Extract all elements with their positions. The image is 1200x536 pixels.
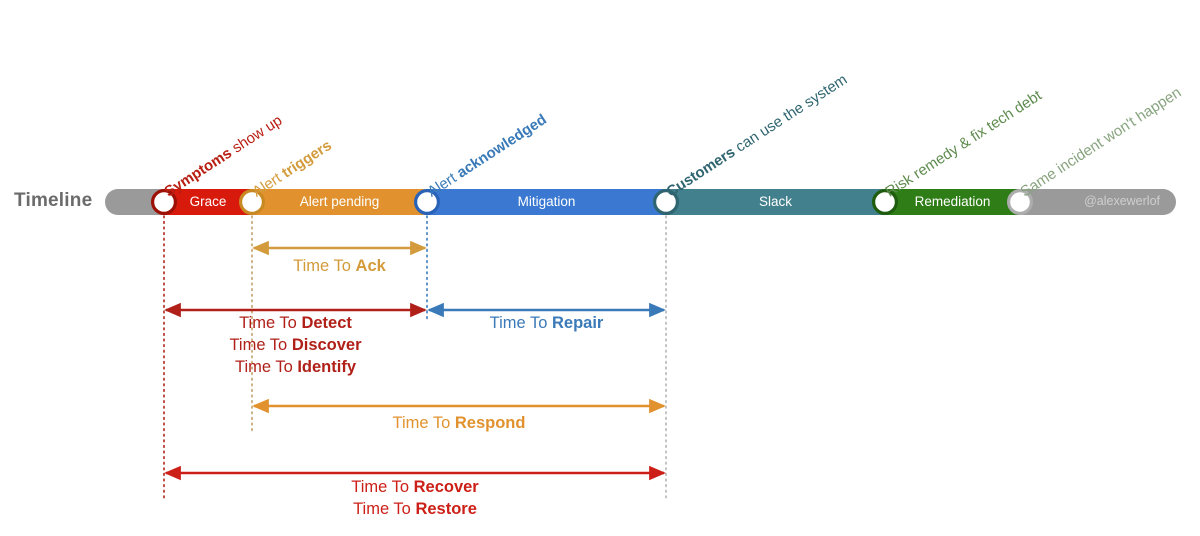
timeline-segment-post [1020,189,1176,215]
time-to-repair-label: Time To Repair [427,312,666,334]
ack-marker[interactable] [414,189,441,216]
timeline-segment-grace [164,189,252,215]
time-to-respond-label: Time To Respond [252,412,666,434]
metric-line: Time To Respond [392,414,526,432]
metric-line: Time To Ack [293,257,386,275]
metric-line: Time To Detect [239,314,352,332]
metric-line: Time To Identify [234,358,357,376]
timeline-segment-remediation [885,189,1020,215]
metric-line: Time To Repair [489,314,604,332]
metric-line: Time To Restore [353,500,477,518]
timeline-segment-mitigation [427,189,666,215]
remedy-marker[interactable] [871,189,898,216]
timeline-row-label: Timeline [14,190,93,211]
metric-line: Time To Recover [351,478,479,496]
timeline-segment-alert-pending [252,189,427,215]
metric-line: Time To Discover [229,336,362,354]
symptoms-marker[interactable] [151,189,178,216]
timeline-segment-slack [666,189,885,215]
timeline-bar [105,189,1176,215]
alert-marker[interactable] [239,189,266,216]
time-to-ack-label: Time To Ack [252,255,427,277]
prevent-marker[interactable] [1006,189,1033,216]
customers-marker[interactable] [652,189,679,216]
